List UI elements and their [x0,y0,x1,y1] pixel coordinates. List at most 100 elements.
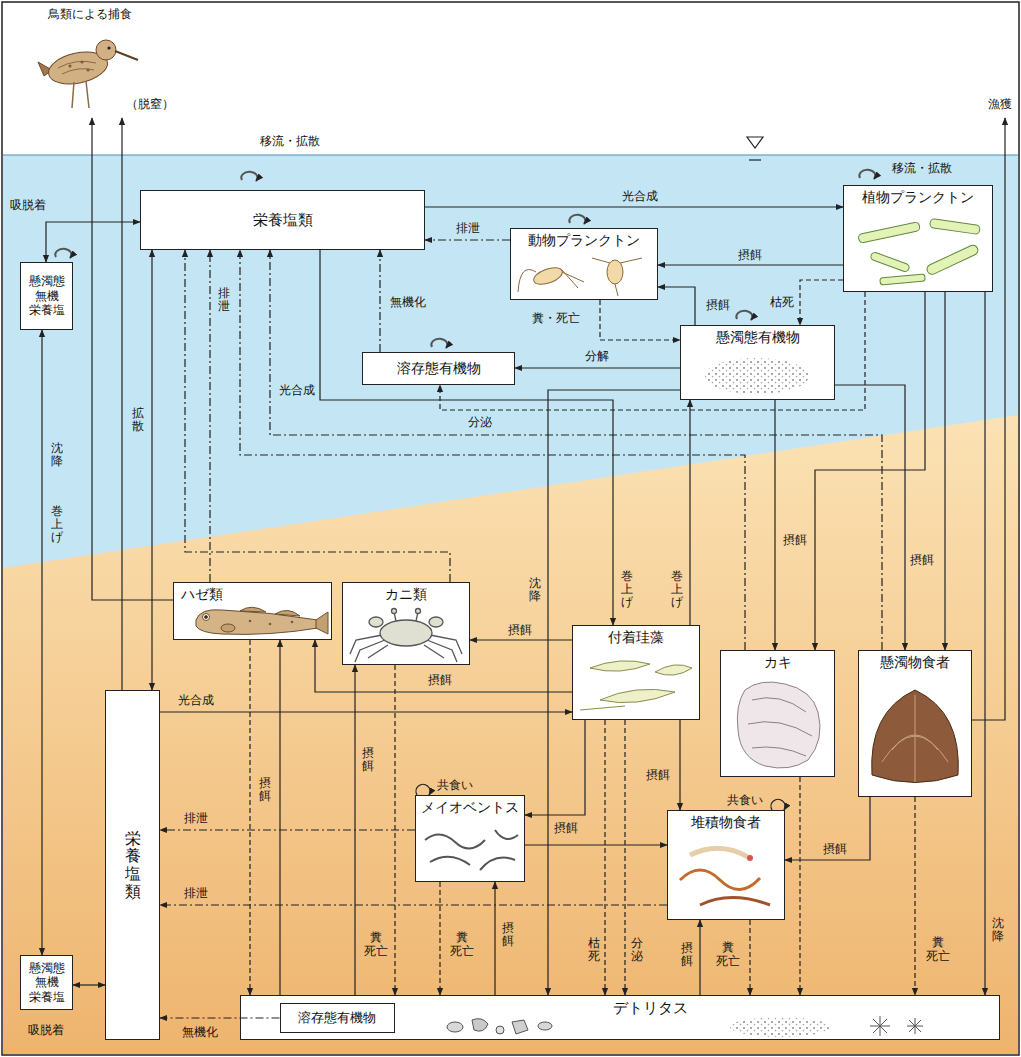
phytoplankton-illustration [880,274,925,285]
node-label: デトリタス [613,999,688,1017]
organism-box: カニ類 [342,582,470,665]
flow-arrow [41,330,42,955]
label-box: 分解 [584,349,610,364]
label-box: 糞・死亡 [531,311,581,326]
label-box: 光合成 [278,383,316,398]
edge-label: 摂餌 [361,747,375,773]
phytoplankton-illustration [870,251,910,272]
diatom-illustration [600,689,675,702]
diatom-illustration [655,665,692,675]
edge-label: 排泄 [217,287,231,313]
flow-arrow [270,250,882,650]
edge-label: 摂餌 [553,821,579,836]
label-box: 摂餌 [680,942,694,968]
edge-label: 分解 [584,349,610,364]
organism-box: 堆積物食者 [667,810,785,920]
zooplankton-illustration [518,258,642,296]
nutrient-box: 栄養塩類 [140,190,425,250]
label-box: 糞 死亡 [924,936,951,964]
edge-label: 糞 死亡 [448,931,475,959]
box-fill [843,185,993,292]
bird-illustration [96,40,116,60]
label-box: 光合成 [177,693,215,708]
label-box: 拡散 [131,407,145,433]
flow-arrow [425,206,843,207]
goby-illustration [316,612,328,634]
label-box: 無機化 [389,295,427,310]
phytoplankton-illustration [930,219,981,235]
advection-curl [736,311,752,320]
advection-curl [241,172,257,181]
edge-label: 摂餌 [501,922,515,948]
detritus-illustration [538,1022,552,1030]
crab-illustration [369,617,383,627]
crab-illustration [394,612,418,621]
meiobenthos-illustration [480,858,515,870]
water-level-symbol [749,159,761,160]
pool-box: 懸濁態 無機 栄養塩 [20,262,73,330]
edge-label: 摂餌 [258,777,272,803]
edge-label: 吸脱着 [27,1023,65,1038]
box-fill [173,582,332,640]
goby-illustration [269,623,272,626]
label-box: （脱窒） [125,97,175,112]
edge-label: 糞 死亡 [362,931,389,959]
edge-label: 排泄 [183,811,209,826]
node-label: 懸濁態 無機 栄養塩 [28,274,65,317]
node-label: 懸濁態有機物 [716,329,800,346]
label-box: 摂餌 [645,768,671,783]
organism-box: 付着珪藻 [572,625,700,720]
edge-label: 摂餌 [645,768,671,783]
label-box: 分泌 [630,937,644,963]
edge-label: 沈降 [991,917,1005,943]
label-box: 枯死 [587,937,601,963]
flow-arrow [785,797,870,860]
label-box: 沈降 [528,577,542,603]
goby-illustration [291,621,294,624]
flow-label: （脱窒） [125,97,175,112]
node-label: カキ [764,654,792,671]
edge-label: 分泌 [467,415,493,430]
flow-arrow [914,797,915,995]
advection-curl [55,170,875,348]
box-fill [667,810,785,920]
oyster-illustration [737,682,820,768]
box-fill [362,352,515,385]
edge-label: 枯死 [587,937,601,963]
zooplankton-illustration [518,270,536,293]
box-fill [680,325,835,400]
bird-illustration [62,69,94,74]
flow-arrow [73,984,105,985]
bird-illustration [58,61,96,68]
box-fill [105,690,160,1040]
goby-illustration [196,607,328,634]
edge-label: 巻上げ [670,570,684,610]
edge-label: 拡散 [131,407,145,433]
node-label: 懸濁態 無機 栄養塩 [28,961,65,1004]
label-box: 漁獲 [987,97,1013,112]
box-fill [342,582,470,665]
flow-arrow [984,292,985,995]
label-box: 排泄 [183,811,209,826]
edge-label: 糞 死亡 [924,936,951,964]
flow-arrow [600,300,680,340]
edge-label: 摂餌 [909,553,935,568]
label-box: 摂餌 [737,248,763,263]
flow-arrow [515,367,680,368]
organism-box: 動物プランクトン [510,228,658,300]
label-box: 摂餌 [507,623,533,638]
flow-arrow [494,882,495,995]
edge-label: 光合成 [621,189,659,204]
flow-arrow [160,711,572,712]
label-box: 摂餌 [909,553,935,568]
deposit-feeder-illustration [700,898,770,906]
node-label: 溶存態有機物 [298,1010,376,1026]
flow-label: 移流・拡散 [891,161,953,176]
zooplankton-illustration [607,260,623,284]
edge-label: 排泄 [183,886,209,901]
flow-arrow [944,292,945,650]
node-label: 栄養塩類 [125,830,141,900]
flow-arrow [658,287,695,325]
edge-label: 光合成 [177,693,215,708]
advection-curl [569,215,585,224]
